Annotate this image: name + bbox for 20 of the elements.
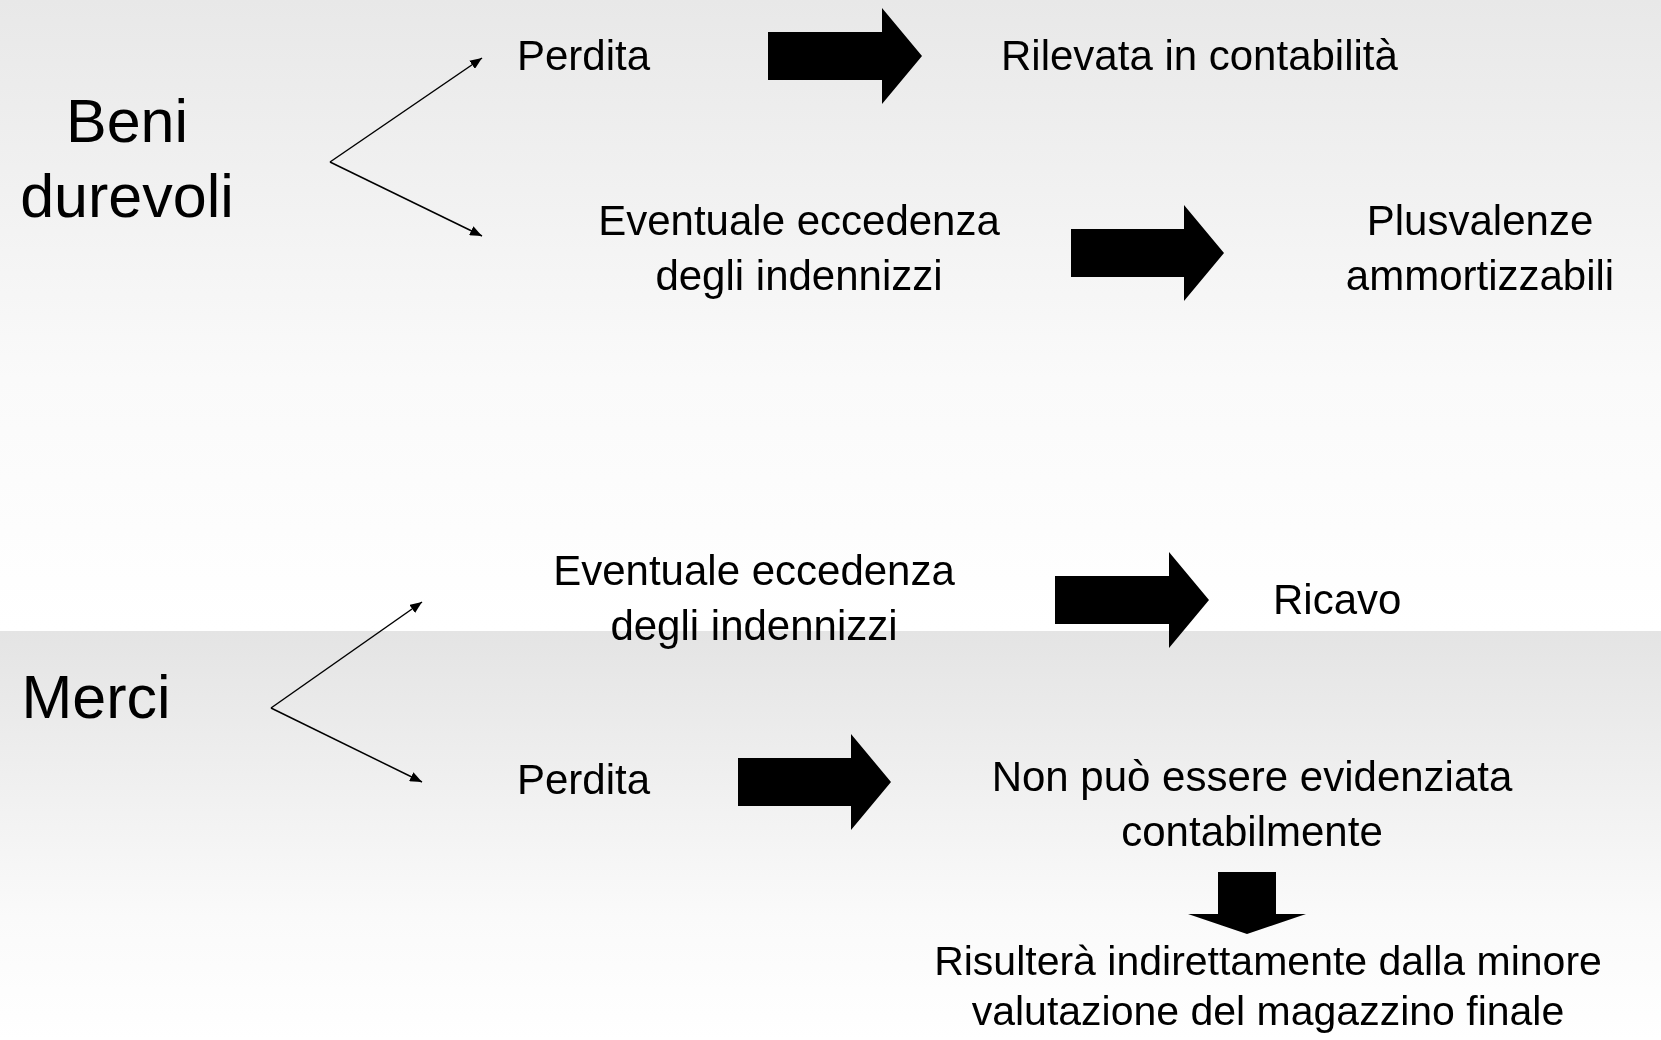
block-arrow xyxy=(1188,872,1306,934)
outcome-label: Perdita xyxy=(517,755,651,805)
block-arrow xyxy=(768,8,922,104)
note-label: Risulterà indirettamente dalla minore valutazione del magazzino finale xyxy=(933,937,1603,1036)
result-label: Rilevata in contabilità xyxy=(1001,31,1398,81)
outcome-label: Eventuale eccedenza degli indennizzi xyxy=(597,195,1001,301)
result-label: Non può essere evidenziata contabilmente xyxy=(990,751,1514,857)
arrow xyxy=(329,161,483,237)
block-arrow xyxy=(1055,552,1209,648)
block-arrow xyxy=(738,734,891,830)
category-label: Merci xyxy=(21,662,171,733)
arrow xyxy=(270,707,423,783)
outcome-label: Perdita xyxy=(517,31,651,81)
result-label: Ricavo xyxy=(1273,575,1402,625)
category-label: Beni durevoli xyxy=(19,86,235,232)
result-label: Plusvalenze ammortizzabili xyxy=(1344,195,1616,301)
arrow xyxy=(329,57,483,163)
arrow xyxy=(270,601,423,709)
outcome-label: Eventuale eccedenza degli indennizzi xyxy=(552,545,956,651)
block-arrow xyxy=(1071,205,1224,301)
